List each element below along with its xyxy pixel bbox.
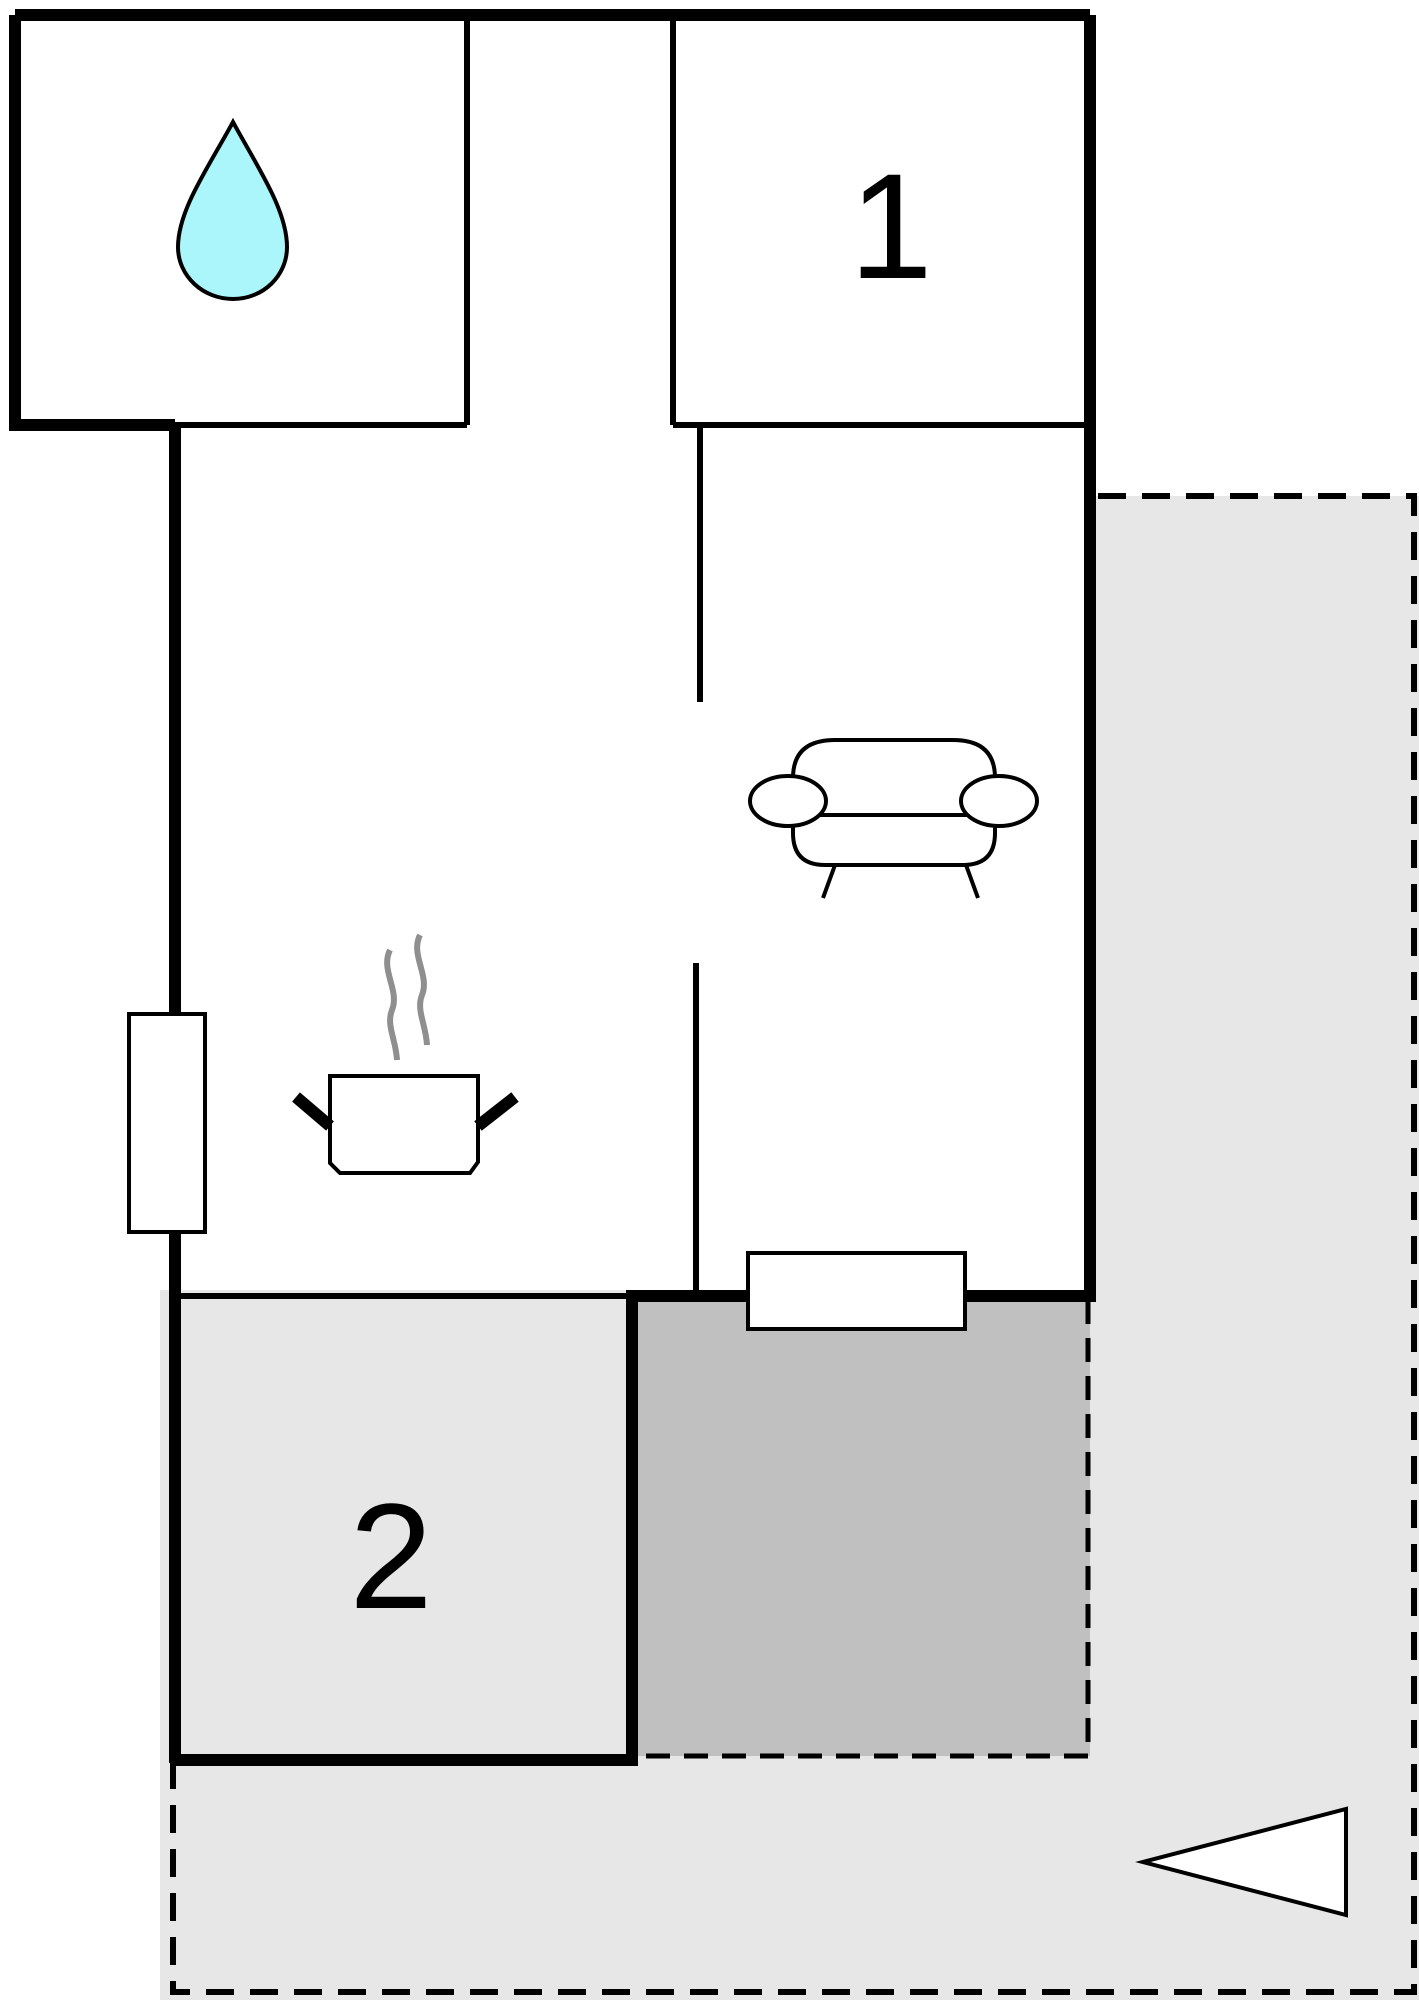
sofa-icon: [748, 738, 1039, 899]
bathroom: [9, 15, 470, 431]
window-kitchen: [127, 1012, 207, 1234]
water-drop-icon: [175, 117, 290, 302]
bedroom-2: 2: [349, 1472, 432, 1640]
outdoor-area: [160, 493, 1419, 2000]
cooking-pot-icon: [292, 933, 519, 1175]
room-label-2: 2: [349, 1472, 432, 1640]
room-label-1: 1: [849, 142, 932, 310]
window-terrace-door: [746, 1251, 967, 1331]
bedroom-1: 1: [670, 15, 1090, 428]
entrance-triangle-icon: [1135, 1806, 1348, 1918]
covered-terrace: [632, 1296, 1091, 1759]
interior-walls: [175, 425, 703, 1299]
